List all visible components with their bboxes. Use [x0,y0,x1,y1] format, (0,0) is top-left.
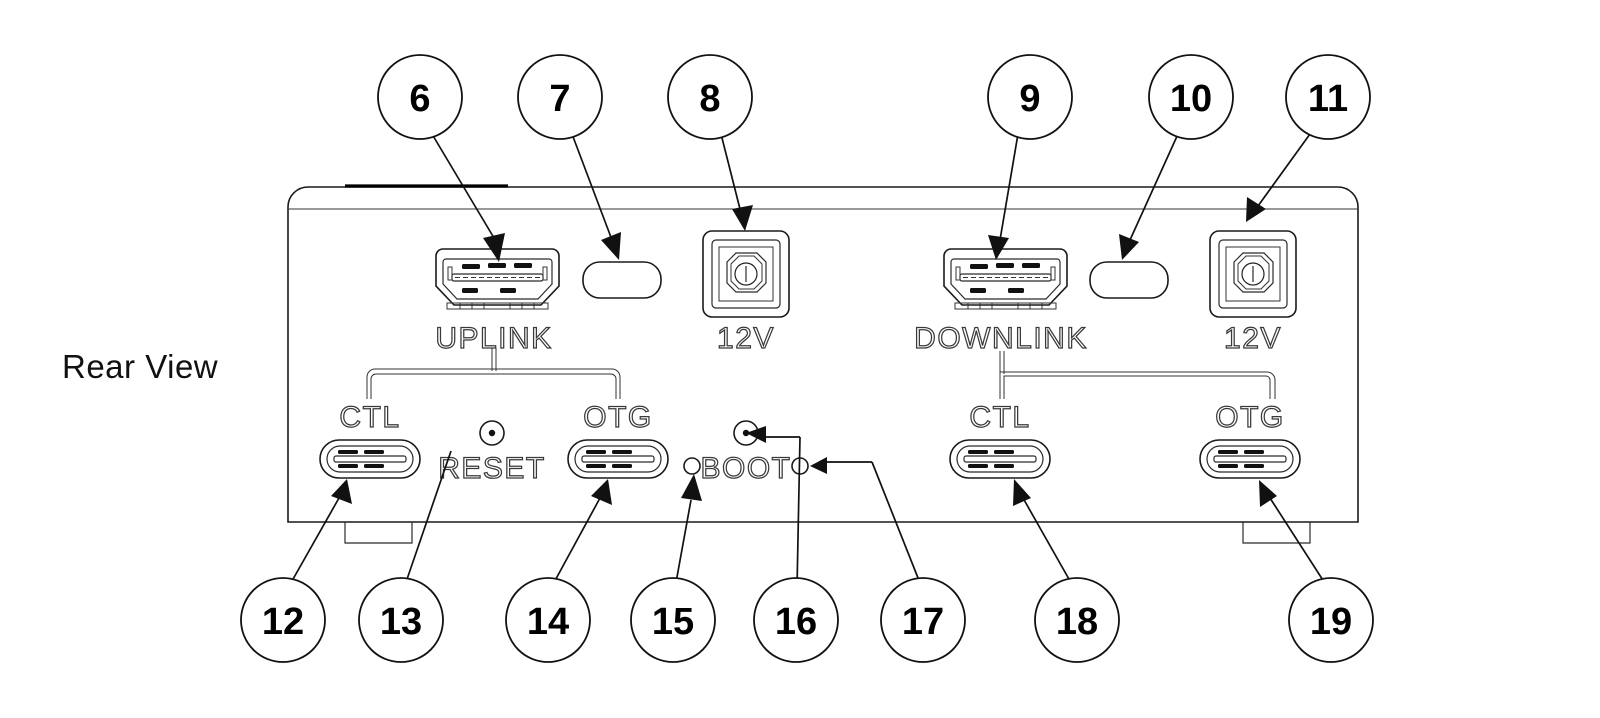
downlink-hdmi-port[interactable] [943,248,1068,310]
callout-17[interactable]: 17 [880,577,966,663]
left-otg-usbc-port[interactable] [567,439,669,479]
callout-16-number: 16 [775,601,817,643]
right-group-bracket [999,351,1276,399]
right-button[interactable] [1089,261,1169,299]
callout-13[interactable]: 13 [358,577,444,663]
callout-9-number: 9 [1019,78,1040,120]
reset-pinhole[interactable] [479,420,505,446]
callout-7-number: 7 [549,78,570,120]
callout-15-number: 15 [652,601,694,643]
callout-17-number: 17 [902,601,944,643]
downlink-label: DOWNLINK [914,322,1088,355]
callout-19[interactable]: 19 [1288,577,1374,663]
leader-lines-bottom [287,426,1329,589]
reset-label: RESET [438,452,546,485]
callout-11-number: 11 [1308,78,1348,120]
callout-12-number: 12 [262,601,304,643]
enclosure-foot-right [1242,522,1311,544]
right-power-jack-12v[interactable] [1209,230,1297,318]
ctl-right-label: CTL [969,401,1030,434]
callout-10[interactable]: 10 [1148,54,1234,140]
callout-18-number: 18 [1056,601,1098,643]
callout-9[interactable]: 9 [987,54,1073,140]
left-status-led [683,457,701,475]
callout-14[interactable]: 14 [505,577,591,663]
otg-right-label: OTG [1215,401,1285,434]
callout-6[interactable]: 6 [377,54,463,140]
callout-14-number: 14 [527,601,569,643]
enclosure-body [287,184,1359,523]
enclosure-foot-left [344,522,413,544]
callout-13-number: 13 [380,601,422,643]
callout-16[interactable]: 16 [753,577,839,663]
power-right-label: 12V [1224,322,1282,355]
left-ctl-usbc-port[interactable] [319,439,421,479]
ctl-left-label: CTL [339,401,400,434]
left-power-jack-12v[interactable] [702,230,790,318]
callout-15[interactable]: 15 [630,577,716,663]
callout-18[interactable]: 18 [1034,577,1120,663]
otg-left-label: OTG [583,401,653,434]
callout-7[interactable]: 7 [517,54,603,140]
right-ctl-usbc-port[interactable] [949,439,1051,479]
callout-8-number: 8 [699,78,720,120]
callout-10-number: 10 [1170,78,1212,120]
uplink-label: UPLINK [435,322,552,355]
left-button[interactable] [582,261,662,299]
leader-lines-top [431,133,1311,262]
power-left-label: 12V [717,322,775,355]
callout-12[interactable]: 12 [240,577,326,663]
callout-6-number: 6 [409,78,430,120]
view-label: Rear View [62,348,218,385]
right-otg-usbc-port[interactable] [1199,439,1301,479]
boot-label: BOOT [700,452,791,485]
uplink-hdmi-port[interactable] [435,248,560,310]
callout-8[interactable]: 8 [667,54,753,140]
callout-11[interactable]: 11 [1285,54,1371,140]
callout-19-number: 19 [1310,601,1352,643]
left-group-bracket [366,348,621,399]
